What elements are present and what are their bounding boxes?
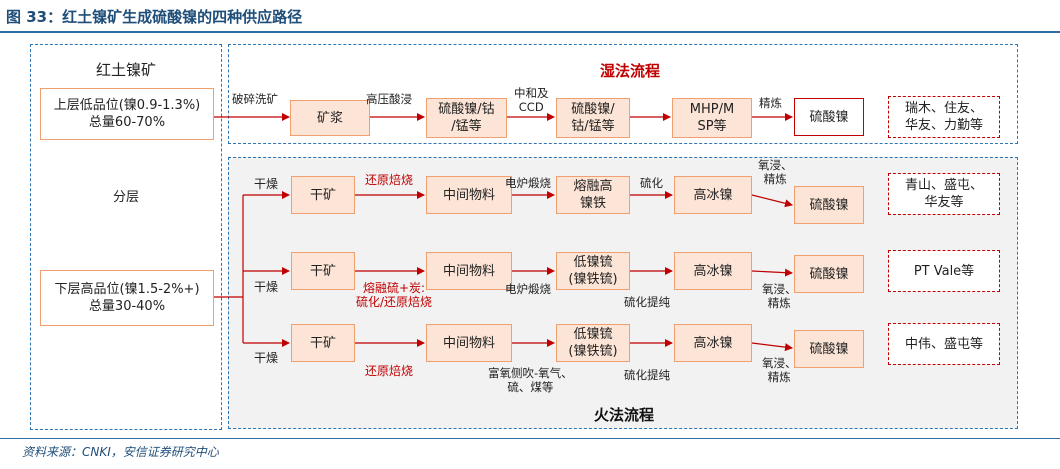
row3-leach-line1: 氧浸、 [762,356,797,370]
row1-intermediate-box: 中间物料 [426,176,512,214]
row3-dry-label: 干燥 [254,351,279,365]
row2-matte-box: 高冰镍 [674,252,752,290]
row2-leach-line1: 氧浸、 [762,282,797,296]
row1-ferronickel-box: 熔融高 镍铁 [556,176,630,214]
source-note: 资料来源：CNKI，安信证券研究中心 [22,445,219,459]
footer-rule [0,438,1060,439]
upper-layer-grade: 上层低品位(镍0.9-1.3%) [53,98,201,113]
mhp-line2: SP等 [697,119,727,134]
row3-side-blow-line1: 富氧侧吹-氧气、 [488,366,573,380]
upper-layer-share: 总量60-70% [88,115,166,130]
wet-nickel-sulfate-box: 硫酸镍 [794,98,864,136]
row3-low-matte-line1: 低镍锍 [573,327,613,342]
fire-process-heading: 火法流程 [593,406,654,424]
row2-intermediate-box: 中间物料 [426,252,512,290]
row3-dry-ore-box: 干矿 [291,324,355,362]
row2-nickel-sulfate-box: 硫酸镍 [794,255,864,293]
row3-purify-label: 硫化提纯 [624,368,670,382]
row3-intermediate-box: 中间物料 [426,324,512,362]
row3-side-blow-line2: 硫、煤等 [507,380,554,394]
row1-companies-line1: 青山、盛屯、 [904,178,983,193]
layering-label: 分层 [112,190,139,205]
slurry-box: 矿浆 [290,100,370,136]
row1-reduction-roast-label: 还原焙烧 [365,173,414,187]
row2-low-matte-line2: (镍铁锍) [568,272,618,287]
row2-companies-box: PT Vale等 [888,250,1000,292]
row1-companies-line2: 华友等 [924,195,964,210]
mhp-line1: MHP/M [689,102,735,117]
row3-reduction-roast-label: 还原焙烧 [365,364,414,378]
row3-low-matte-box: 低镍锍 (镍铁锍) [556,324,630,362]
neutralize-line2: CCD [518,100,544,114]
row1-leach-line1: 氧浸、 [758,158,793,172]
wet-companies-box: 瑞木、住友、 华友、力勤等 [888,96,1000,138]
neutralize-ccd-label: 中和及 CCD [514,86,549,114]
refine-label: 精炼 [759,96,782,110]
sulfate-mix-2-line2: 钴/锰等 [571,119,615,134]
lower-layer-share: 总量30-40% [88,299,166,314]
row1-nickel-sulfate-box: 硫酸镍 [794,186,864,224]
row2-roast-line1: 熔融硫+炭: [362,281,426,295]
wet-process-heading: 湿法流程 [599,62,660,80]
hpal-label: 高压酸浸 [366,92,412,106]
row1-leach-line2: 精炼 [763,172,787,186]
row1-dry-label: 干燥 [254,177,279,191]
row1-leach-label: 氧浸、 精炼 [758,158,793,186]
row2-leach-label: 氧浸、 精炼 [762,282,797,310]
row3-side-blow-label: 富氧侧吹-氧气、 硫、煤等 [488,366,573,394]
row2-sulfur-roast-label: 熔融硫+炭: 硫化/还原焙烧 [356,281,432,309]
wet-process-panel [228,44,1018,144]
row3-leach-line2: 精炼 [767,370,791,384]
row3-leach-label: 氧浸、 精炼 [762,356,797,384]
mhp-msp-box: MHP/M SP等 [672,98,752,138]
row2-low-matte-line1: 低镍锍 [573,255,613,270]
row2-roast-line2: 硫化/还原焙烧 [356,295,433,309]
row2-furnace-label: 电炉煅烧 [505,282,551,296]
lower-layer-box: 下层高品位(镍1.5-2%+) 总量30-40% [40,270,214,326]
row1-dry-ore-box: 干矿 [291,176,355,214]
wet-companies-line1: 瑞木、住友、 [904,101,983,116]
row3-companies-box: 中伟、盛屯等 [888,323,1000,365]
sulfate-mix-1-line2: /锰等 [451,119,482,134]
figure-title: 图 33：红土镍矿生成硫酸镍的四种供应路径 [6,8,303,26]
row2-dry-label: 干燥 [254,280,279,294]
row2-dry-ore-box: 干矿 [291,252,355,290]
ore-heading: 红土镍矿 [95,61,156,79]
neutralize-line1: 中和及 [514,86,549,100]
row2-purify-label: 硫化提纯 [624,295,670,309]
crush-wash-label: 破碎洗矿 [232,92,278,106]
row3-nickel-sulfate-box: 硫酸镍 [794,330,864,368]
row1-matte-box: 高冰镍 [674,176,752,214]
sulfate-mix-box-1: 硫酸镍/钴 /锰等 [426,98,507,138]
row1-furnace-label: 电炉煅烧 [505,176,551,190]
title-rule [0,31,1060,33]
sulfate-mix-box-2: 硫酸镍/ 钴/锰等 [556,98,630,138]
row1-sulfurize-label: 硫化 [640,176,663,190]
row3-low-matte-line2: (镍铁锍) [568,344,618,359]
lower-layer-grade: 下层高品位(镍1.5-2%+) [54,282,200,297]
upper-layer-box: 上层低品位(镍0.9-1.3%) 总量60-70% [40,88,214,140]
row1-ferronickel-line1: 熔融高 [573,179,613,194]
sulfate-mix-2-line1: 硫酸镍/ [571,102,615,117]
row1-ferronickel-line2: 镍铁 [579,196,606,211]
wet-companies-line2: 华友、力勤等 [904,118,983,133]
row1-companies-box: 青山、盛屯、 华友等 [888,173,1000,215]
sulfate-mix-1-line1: 硫酸镍/钴 [438,102,495,117]
ore-column [30,44,222,430]
row2-leach-line2: 精炼 [767,296,791,310]
row3-matte-box: 高冰镍 [674,324,752,362]
row2-low-matte-box: 低镍锍 (镍铁锍) [556,252,630,290]
